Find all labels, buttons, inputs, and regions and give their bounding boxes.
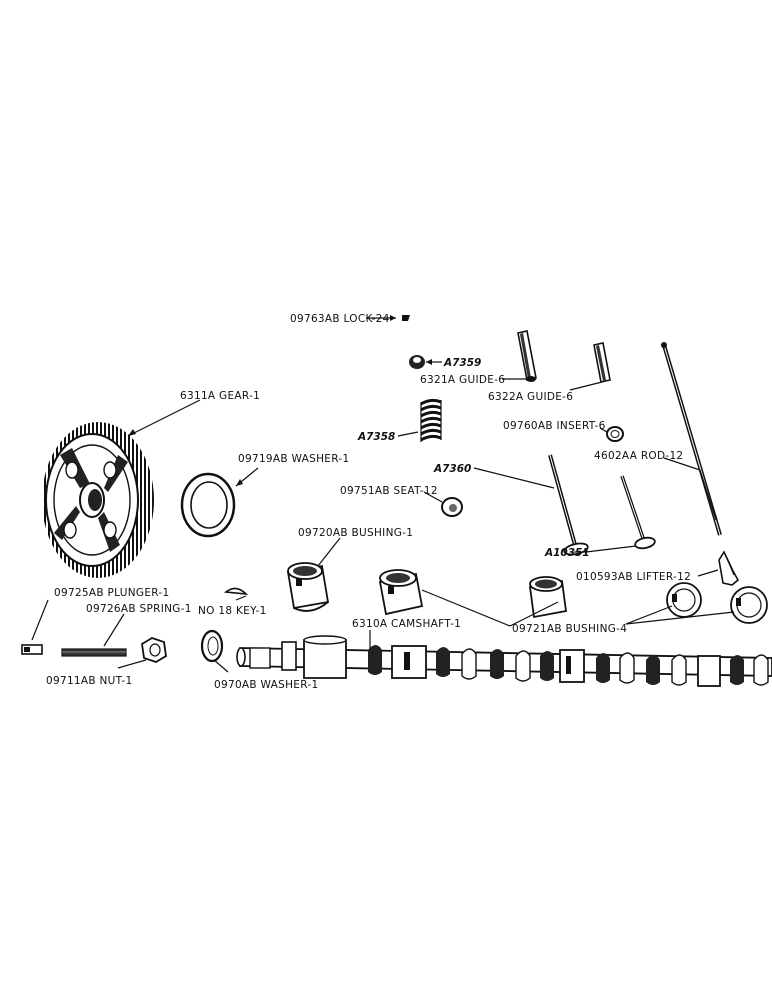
- label-a7360: A7360: [433, 463, 471, 475]
- label-bushing-09720ab: 09720AB BUSHING-1: [298, 527, 413, 539]
- label-a7359: A7359: [443, 357, 481, 369]
- label-guide-6322a: 6322A GUIDE-6: [488, 391, 573, 403]
- camshaft-part: [236, 635, 772, 687]
- label-a10351: A10351: [544, 547, 590, 559]
- label-key: NO 18 KEY-1: [198, 605, 267, 617]
- timing-gear-part: [42, 422, 154, 578]
- valve-guide-6321a-part: [517, 330, 537, 382]
- label-spring: 09726AB SPRING-1: [86, 603, 192, 615]
- valve-seat-insert-part: [606, 426, 624, 442]
- camshaft-bushing-part: [730, 586, 768, 624]
- label-lifter: 010593AB LIFTER-12: [576, 571, 691, 583]
- plunger-part: [21, 644, 43, 655]
- front-bushing-part: [286, 562, 330, 612]
- valve-guide-6322a-part: [593, 342, 611, 383]
- camshaft-bushing-part: [528, 576, 568, 619]
- label-bushing-09721ab: 09721AB BUSHING-4: [512, 623, 627, 635]
- label-insert: 09760AB INSERT-6: [503, 420, 606, 432]
- label-washer-0970ab: 0970AB WASHER-1: [214, 679, 318, 691]
- nut-part: [141, 637, 167, 663]
- label-a7358: A7358: [357, 431, 395, 443]
- end-washer-part: [200, 629, 224, 663]
- valve-lifter-part: [718, 550, 740, 586]
- leader-lines: [31, 315, 735, 673]
- label-camshaft: 6310A CAMSHAFT-1: [352, 618, 461, 630]
- label-lock: 09763AB LOCK-24: [290, 313, 390, 325]
- label-washer-09719ab: 09719AB WASHER-1: [238, 453, 349, 465]
- valve-cap-part: [409, 355, 425, 369]
- label-seat: 09751AB SEAT-12: [340, 485, 438, 497]
- camshaft-bushing-part: [666, 582, 702, 618]
- intake-valve-part: [620, 475, 656, 550]
- exhaust-valve-part: [548, 454, 589, 556]
- spring-seat-part: [441, 497, 463, 517]
- label-plunger: 09725AB PLUNGER-1: [54, 587, 170, 599]
- label-gear: 6311A GEAR-1: [180, 390, 260, 402]
- label-guide-6321a: 6321A GUIDE-6: [420, 374, 505, 386]
- label-rod: 4602AA ROD-12: [594, 450, 683, 462]
- thrust-washer-part: [180, 472, 236, 538]
- woodruff-key-part: [223, 587, 249, 596]
- plunger-spring-part: [61, 648, 127, 657]
- label-nut: 09711AB NUT-1: [46, 675, 133, 687]
- valve-spring-part: [420, 398, 442, 442]
- lock-part: [402, 315, 410, 321]
- camshaft-bushing-part: [378, 569, 424, 616]
